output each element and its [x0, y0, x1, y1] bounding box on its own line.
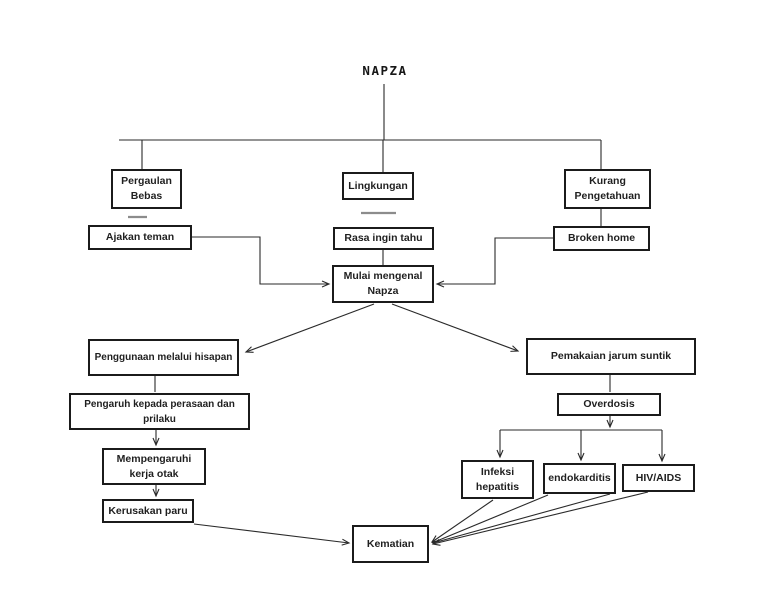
- node-lingkungan: Lingkungan: [342, 172, 414, 200]
- node-label: kerja otak: [129, 467, 179, 480]
- node-rasa-ingin-tahu: Rasa ingin tahu: [333, 227, 434, 250]
- node-label: Pemakaian jarum suntik: [550, 350, 672, 362]
- node-label: Ajakan teman: [105, 231, 175, 243]
- node-pergaulan-bebas: Pergaulan Bebas: [111, 169, 182, 209]
- node-label: Napza: [367, 285, 399, 297]
- node-label: Rasa ingin tahu: [344, 232, 423, 244]
- node-kerusakan-paru: Kerusakan paru: [102, 499, 194, 523]
- connector-endokarditis-to-kematian: [431, 494, 549, 544]
- node-label: Kurang: [589, 175, 626, 187]
- node-label: hepatitis: [475, 480, 520, 493]
- node-label: Pengetahuan: [574, 190, 641, 202]
- connector-mulai-to-hisapan: [244, 303, 375, 353]
- node-broken-home: Broken home: [553, 226, 650, 251]
- diagram-title: NAPZA: [362, 63, 408, 78]
- node-pengaruh-perasaan: Pengaruh kepada perasaan dan prilaku: [69, 393, 250, 430]
- node-label: Bebas: [130, 190, 163, 202]
- node-label: Overdosis: [583, 398, 635, 410]
- connector-ajakan-to-mulai: [192, 236, 331, 288]
- node-label: Infeksi: [480, 465, 515, 478]
- node-infeksi-hepatitis: Infeksi hepatitis: [461, 460, 534, 499]
- node-label: Kematian: [366, 537, 415, 550]
- node-label: Penggunaan melalui hisapan: [94, 352, 233, 363]
- node-kematian: Kematian: [352, 525, 429, 563]
- node-ajakan-teman: Ajakan teman: [88, 225, 192, 250]
- node-label: Kerusakan paru: [108, 504, 188, 517]
- node-mempengaruhi-kerja-otak: Mempengaruhi kerja otak: [102, 448, 206, 485]
- connector-mulai-to-jarum: [391, 303, 520, 352]
- connector-hiv-to-kematian: [431, 491, 649, 546]
- node-label: Mulai mengenal: [343, 270, 423, 282]
- node-label: Pergaulan: [121, 175, 172, 187]
- connector-brokenhome-to-mulai: [435, 237, 553, 288]
- connector-kerusakan-to-kematian: [193, 523, 351, 546]
- node-penggunaan-melalui-hisapan: Penggunaan melalui hisapan: [88, 339, 239, 376]
- node-label: Mempengaruhi: [116, 452, 192, 465]
- node-mulai-mengenal-napza: Mulai mengenal Napza: [332, 265, 434, 303]
- node-pemakaian-jarum-suntik: Pemakaian jarum suntik: [526, 338, 696, 375]
- node-label: Pengaruh kepada perasaan dan: [84, 398, 235, 410]
- node-label: Broken home: [567, 232, 636, 244]
- connector-endokarditis2-to-kematian: [432, 493, 611, 544]
- node-overdosis: Overdosis: [557, 393, 661, 416]
- node-endokarditis: endokarditis: [543, 463, 616, 494]
- node-hiv-aids: HIV/AIDS: [622, 464, 695, 492]
- node-kurang-pengetahuan: Kurang Pengetahuan: [564, 169, 651, 209]
- node-label: Lingkungan: [348, 179, 408, 192]
- node-label: endokarditis: [548, 472, 611, 484]
- connector-hepatitis-to-kematian: [430, 499, 494, 543]
- node-label: HIV/AIDS: [635, 471, 682, 484]
- node-label: prilaku: [143, 413, 176, 425]
